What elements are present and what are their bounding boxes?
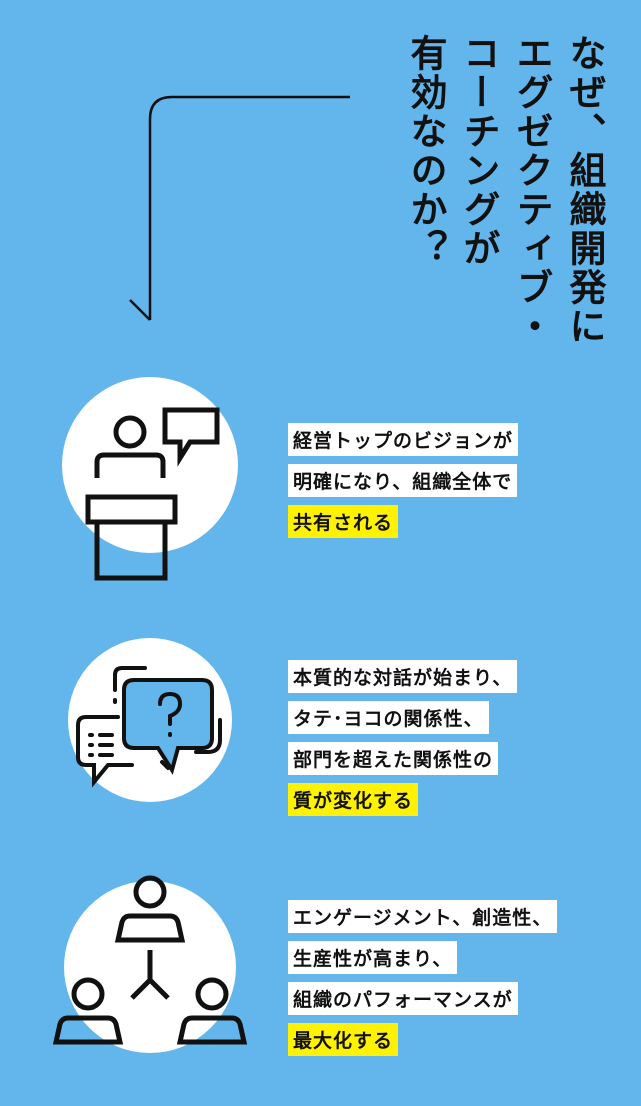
title-line: コーチングが: [457, 34, 500, 268]
page-title: なぜ、組織開発に エグゼクティブ・ コーチングが 有効なのか？: [399, 34, 611, 346]
point-text: 部門を超えた関係性の: [288, 742, 499, 775]
point-text: 経営トップのビジョンが: [288, 423, 519, 456]
point-highlight: 質が変化する: [288, 783, 419, 816]
point-text: 明確になり、組織全体で: [288, 464, 518, 497]
arrow-icon: [129, 95, 350, 321]
point-highlight: 共有される: [288, 505, 399, 538]
title-line: エグゼクティブ・: [510, 34, 553, 346]
point-text: エンゲージメント、創造性、: [288, 900, 558, 933]
point-3: エンゲージメント、創造性、 生産性が高まり、 組織のパフォーマンスが 最大化する: [288, 900, 558, 1064]
point-1: 経営トップのビジョンが 明確になり、組織全体で 共有される: [288, 423, 519, 546]
point-text: 生産性が高まり、: [288, 941, 458, 974]
point-text: 本質的な対話が始まり、: [288, 660, 518, 693]
title-line: 有効なのか？: [404, 34, 447, 268]
speaker-podium-icon: [85, 407, 220, 581]
icon-circle: [62, 377, 238, 553]
point-highlight: 最大化する: [288, 1023, 399, 1056]
title-line: なぜ、組織開発に: [563, 34, 606, 346]
point-text: タテ･ヨコの関係性、: [288, 701, 489, 734]
point-2: 本質的な対話が始まり、 タテ･ヨコの関係性、 部門を超えた関係性の 質が変化する: [288, 660, 518, 824]
speech-bubbles-icon: [76, 666, 222, 788]
point-text: 組織のパフォーマンスが: [288, 982, 518, 1015]
team-network-icon: [52, 875, 248, 1045]
